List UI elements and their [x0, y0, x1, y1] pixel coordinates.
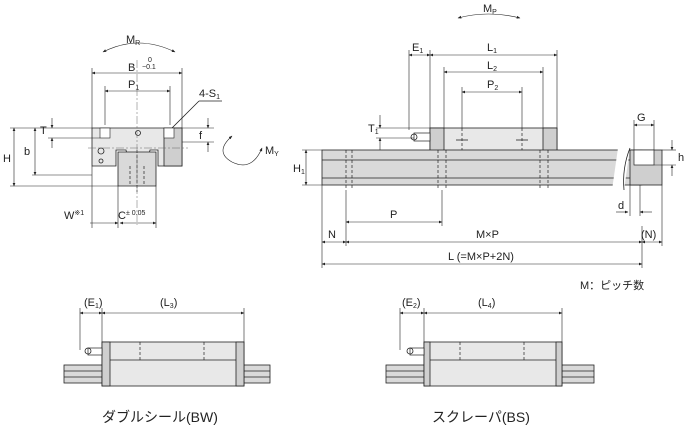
height-b-label: b: [24, 146, 30, 158]
moment-y-arrow: [222, 135, 263, 166]
bs-l4-label: (L4): [478, 297, 495, 310]
l2-label: L2: [487, 60, 497, 73]
moment-r-arrow: [102, 42, 176, 53]
moment-r-label: MR: [126, 34, 140, 47]
n-paren-label: (N): [641, 229, 656, 241]
moment-p-arrow: [457, 13, 521, 19]
bw-l3-label: (L3): [160, 297, 177, 310]
width-b-label: B: [128, 62, 135, 74]
t1-label: T1: [368, 123, 379, 136]
h1-label: H1: [293, 163, 305, 176]
bw-block: [101, 341, 245, 387]
h-small-label: h: [678, 152, 684, 164]
dim-t-label: T: [40, 125, 47, 137]
screw-label: 4-S1: [199, 88, 220, 101]
bs-caption: スクレーパ(BS): [432, 409, 530, 425]
front-view: MR B 0 −0.1 P1 4-S1: [3, 34, 279, 228]
p-label: P: [390, 209, 397, 221]
d-label: d: [618, 200, 624, 212]
e1-label: E1: [412, 42, 423, 55]
grease-nipple: [413, 132, 431, 142]
pitch-p1-label: P1: [128, 79, 139, 92]
side-view: MP E1 L1 L2 P2 T1: [293, 3, 684, 292]
g-label: G: [637, 112, 646, 124]
side-rail: [321, 149, 643, 186]
n-label: N: [328, 229, 336, 241]
height-h-label: H: [3, 153, 11, 165]
dim-c-label: C± 0.05: [118, 210, 145, 222]
width-w-label: W※1: [64, 210, 84, 222]
dim-f-label: f: [199, 130, 203, 142]
moment-y-label: MY: [265, 145, 279, 158]
bw-view: (E1) (L3) ダブルシール(BW): [63, 297, 271, 425]
bs-e2-label: (E2): [402, 297, 421, 310]
tol-b-upper: 0: [148, 57, 152, 64]
bs-view: (E2) (L4) スクレーパ(BS): [385, 297, 595, 425]
moment-p-label: MP: [483, 3, 497, 16]
l-total-label: L (=M×P+2N): [448, 251, 514, 263]
p2-label: P2: [487, 79, 498, 92]
mxp-label: M×P: [476, 229, 499, 241]
bw-e1-label: (E1): [84, 297, 103, 310]
tol-b-lower: −0.1: [142, 64, 156, 71]
m-note-label: M：ピッチ数: [580, 279, 644, 292]
bs-block: [423, 341, 563, 387]
bw-caption: ダブルシール(BW): [102, 409, 218, 425]
l1-label: L1: [487, 42, 497, 55]
